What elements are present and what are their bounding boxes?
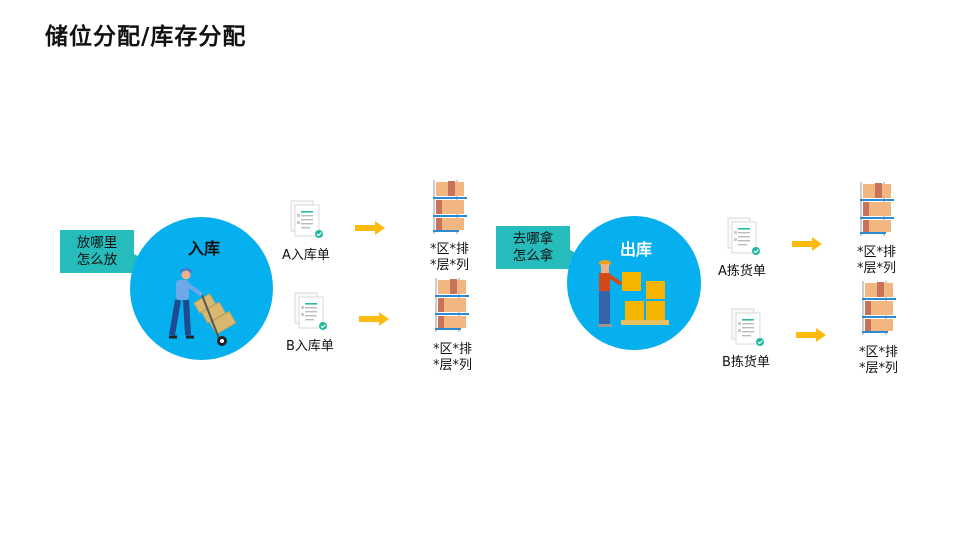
location-line: *区*排: [433, 342, 473, 357]
inbound-circle: 入库: [130, 217, 273, 360]
callout-line: 放哪里: [76, 234, 118, 251]
inbound-callout: 放哪里 怎么放: [60, 230, 146, 273]
inbound-label: 入库: [188, 239, 221, 258]
callout-line: 怎么放: [76, 251, 118, 268]
location-label: *区*排 *层*列: [857, 245, 896, 277]
outbound-doc-a-icon: [727, 217, 761, 257]
doc-label: A拣货单: [718, 264, 766, 279]
page-title: 储位分配/库存分配: [45, 24, 247, 50]
worker-boxes-icon: [598, 260, 669, 327]
outbound-circle: 出库: [567, 216, 701, 350]
callout-line: 怎么拿: [512, 247, 554, 264]
location-line: *层*列: [857, 261, 897, 276]
arrow-right-icon: [796, 328, 826, 342]
shelf-icon: [434, 278, 470, 332]
location-label: *区*排 *层*列: [433, 342, 472, 374]
location-line: *区*排: [857, 245, 897, 260]
shelf-icon: [859, 182, 895, 236]
outbound-doc-b-icon: [731, 308, 765, 348]
location-line: *区*排: [859, 345, 899, 360]
arrow-right-icon: [355, 221, 385, 235]
location-line: *层*列: [430, 258, 470, 273]
arrow-right-icon: [792, 237, 822, 251]
location-label: *区*排 *层*列: [859, 345, 898, 377]
inbound-doc-a-icon: [290, 200, 324, 240]
callout-line: 去哪拿: [512, 230, 554, 247]
shelf-icon: [861, 281, 897, 335]
arrow-right-icon: [359, 312, 389, 326]
worker-handcart-icon: [169, 268, 237, 346]
location-label: *区*排 *层*列: [430, 242, 469, 274]
location-line: *层*列: [433, 358, 473, 373]
inbound-doc-b-icon: [294, 292, 328, 332]
doc-label: A入库单: [282, 248, 330, 263]
outbound-callout: 去哪拿 怎么拿: [496, 226, 582, 269]
shelf-icon: [432, 180, 468, 234]
doc-label: B拣货单: [722, 355, 770, 370]
location-line: *层*列: [859, 361, 899, 376]
location-line: *区*排: [430, 242, 470, 257]
outbound-label: 出库: [620, 240, 653, 259]
doc-label: B入库单: [286, 339, 334, 354]
